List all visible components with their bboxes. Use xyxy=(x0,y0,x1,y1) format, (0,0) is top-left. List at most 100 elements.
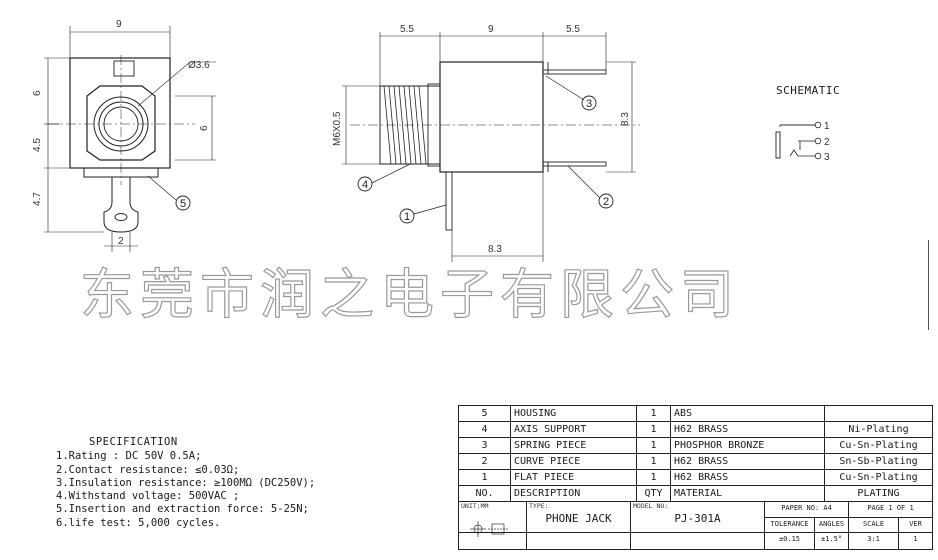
spec-item: 3.Insulation resistance: ≥100MΩ (DC250V)… xyxy=(56,476,316,489)
ver-value: 1 xyxy=(913,535,918,543)
ver-label: VER xyxy=(909,520,922,528)
scale-label: SCALE xyxy=(862,520,885,528)
dim-side-top-left: 5.5 xyxy=(400,24,414,35)
bom-description: HOUSING xyxy=(510,405,637,422)
dim-front-left-mid: 4.5 xyxy=(32,138,43,152)
dim-side-top-mid: 9 xyxy=(488,24,494,35)
title-block: UNIT:MM TYPE: PHONE JACK MODEL NO: PJ-30… xyxy=(458,501,934,550)
schematic-title: SCHEMATIC xyxy=(776,84,841,97)
type-cell: TYPE: PHONE JACK xyxy=(526,501,631,533)
unit-spacer xyxy=(458,532,527,550)
callout-5: 5 xyxy=(180,198,186,210)
bom-no: 5 xyxy=(458,405,511,422)
bom-description: FLAT PIECE xyxy=(510,469,637,486)
angles-label: ANGLES xyxy=(818,520,845,528)
tolerance-value: ±0.15 xyxy=(778,535,801,543)
spec-item: 5.Insertion and extraction force: 5-25N; xyxy=(56,503,309,516)
company-watermark: 东莞市润之电子有限公司 xyxy=(79,262,740,326)
bom-plating xyxy=(824,405,933,422)
tolerance-label: TOLERANCE xyxy=(770,520,809,528)
type-spacer xyxy=(526,532,631,550)
bom-material: PHOSPHOR BRONZE xyxy=(670,437,825,454)
side-view xyxy=(342,32,640,262)
spec-item: 1.Rating : DC 50V 0.5A; xyxy=(56,450,202,463)
callout-4: 4 xyxy=(362,179,368,191)
bom-plating: Ni-Plating xyxy=(824,421,933,438)
table-row: 5 HOUSING 1 ABS xyxy=(458,405,933,422)
callout-2: 2 xyxy=(603,196,609,208)
bom-no: 1 xyxy=(458,469,511,486)
dim-side-height: 8.3 xyxy=(620,112,631,126)
bom-qty: 1 xyxy=(636,437,671,454)
type-label: TYPE: xyxy=(529,502,549,511)
table-row: 2 CURVE PIECE 1 H62 BRASS Sn-Sb-Plating xyxy=(458,453,933,470)
ver-label-cell: VER xyxy=(898,517,934,533)
scale-value: 3:1 xyxy=(867,535,880,543)
schematic-symbol xyxy=(775,121,822,160)
bom-plating: Sn-Sb-Plating xyxy=(824,453,933,470)
unit-label: UNIT:MM xyxy=(461,502,489,511)
specification-block: SPECIFICATION 1.Rating : DC 50V 0.5A; 2.… xyxy=(56,436,315,530)
frame-edge-right xyxy=(928,240,929,330)
table-row: 4 AXIS SUPPORT 1 H62 BRASS Ni-Plating xyxy=(458,421,933,438)
dim-front-width: 9 xyxy=(116,19,122,30)
schematic-pin-2: 2 xyxy=(824,137,830,148)
dim-side-top-right: 5.5 xyxy=(566,24,580,35)
dim-pin-width: 2 xyxy=(118,236,124,247)
dim-front-left-lower: 4.7 xyxy=(32,192,43,206)
bom-material: H62 BRASS xyxy=(670,453,825,470)
bom-header-qty: QTY xyxy=(636,485,671,502)
type-value: PHONE JACK xyxy=(545,512,612,525)
bom-header-material: MATERIAL xyxy=(670,485,825,502)
scale-value-cell: 3:1 xyxy=(848,532,900,550)
bom-header-plating: PLATING xyxy=(824,485,933,502)
tolerance-label-cell: TOLERANCE xyxy=(764,517,815,533)
spec-item: 6.life test: 5,000 cycles. xyxy=(56,516,221,529)
model-value: PJ-301A xyxy=(674,512,721,525)
bom-material: H62 BRASS xyxy=(670,421,825,438)
table-row: 3 SPRING PIECE 1 PHOSPHOR BRONZE Cu-Sn-P… xyxy=(458,437,933,454)
bom-header-no: NO. xyxy=(458,485,511,502)
bom-qty: 1 xyxy=(636,421,671,438)
model-label: MODEL NO: xyxy=(633,502,669,511)
front-view xyxy=(44,26,216,252)
ver-value-cell: 1 xyxy=(898,532,934,550)
bom-qty: 1 xyxy=(636,453,671,470)
tolerance-value-cell: ±0.15 xyxy=(764,532,815,550)
model-spacer xyxy=(630,532,765,550)
paper-label: PAPER NO: A4 xyxy=(781,504,832,512)
bom-no: 4 xyxy=(458,421,511,438)
dim-hole-diameter: Ø3.6 xyxy=(188,60,210,71)
table-header-row: NO. DESCRIPTION QTY MATERIAL PLATING xyxy=(458,485,933,502)
spec-item: 4.Withstand voltage: 500VAC ; xyxy=(56,490,240,503)
angles-value: ±1.5° xyxy=(820,535,843,543)
bom-no: 2 xyxy=(458,453,511,470)
dim-thread: M6X0.5 xyxy=(332,111,343,146)
bom-description: SPRING PIECE xyxy=(510,437,637,454)
specification-title: SPECIFICATION xyxy=(89,436,178,448)
callout-3: 3 xyxy=(586,98,592,110)
schematic-pin-1: 1 xyxy=(824,121,830,132)
bill-of-materials: 5 HOUSING 1 ABS 4 AXIS SUPPORT 1 H62 BRA… xyxy=(458,405,933,502)
bom-material: ABS xyxy=(670,405,825,422)
bom-header-description: DESCRIPTION xyxy=(510,485,637,502)
unit-cell: UNIT:MM xyxy=(458,501,527,533)
angles-label-cell: ANGLES xyxy=(813,517,850,533)
schematic-pin-3: 3 xyxy=(824,152,830,163)
bom-material: H62 BRASS xyxy=(670,469,825,486)
spec-item: 2.Contact resistance: ≤0.03Ω; xyxy=(56,463,240,476)
bom-plating: Cu-Sn-Plating xyxy=(824,437,933,454)
callout-1: 1 xyxy=(404,211,410,223)
dim-front-right: 6 xyxy=(199,125,210,131)
angles-value-cell: ±1.5° xyxy=(813,532,850,550)
dim-side-bottom: 8.3 xyxy=(488,244,502,255)
page-label: PAGE 1 OF 1 xyxy=(867,504,914,512)
bom-plating: Cu-Sn-Plating xyxy=(824,469,933,486)
bom-qty: 1 xyxy=(636,469,671,486)
page-cell: PAGE 1 OF 1 xyxy=(848,501,934,518)
table-row: 1 FLAT PIECE 1 H62 BRASS Cu-Sn-Plating xyxy=(458,469,933,486)
bom-no: 3 xyxy=(458,437,511,454)
dim-front-left-upper: 6 xyxy=(32,90,43,96)
